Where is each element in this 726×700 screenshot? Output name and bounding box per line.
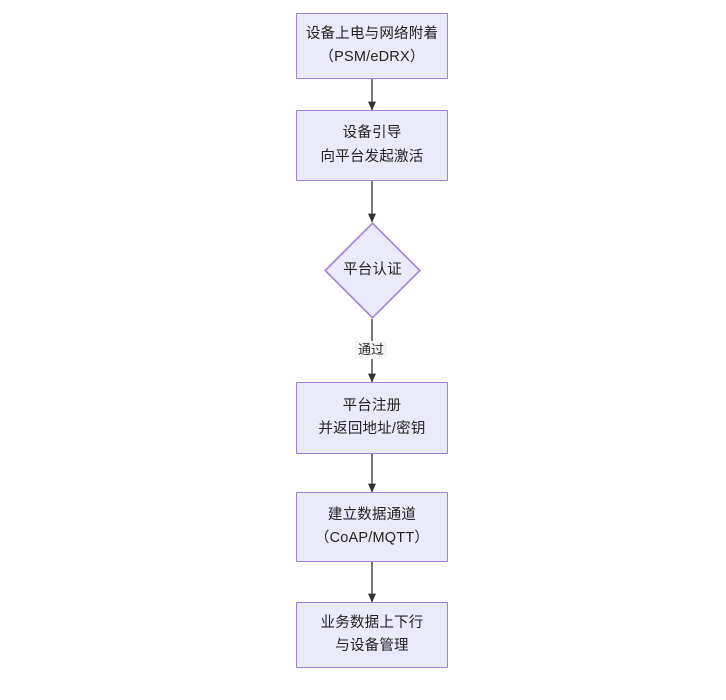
node-label: 平台注册 并返回地址/密钥: [318, 397, 426, 437]
node-label: 设备上电与网络附着 （PSM/eDRX）: [305, 25, 439, 65]
node-platform-registration[interactable]: 平台注册 并返回地址/密钥: [296, 382, 448, 454]
node-business-data-and-device-management[interactable]: 业务数据上下行 与设备管理: [296, 602, 448, 668]
node-label: 建立数据通道 （CoAP/MQTT）: [314, 506, 430, 546]
node-label: 业务数据上下行 与设备管理: [320, 614, 424, 654]
node-platform-authentication[interactable]: 平台认证: [324, 222, 421, 319]
node-label: 设备引导 向平台发起激活: [320, 125, 424, 165]
node-device-power-on[interactable]: 设备上电与网络附着 （PSM/eDRX）: [296, 13, 448, 79]
node-label: 平台认证: [343, 261, 402, 278]
node-establish-data-channel[interactable]: 建立数据通道 （CoAP/MQTT）: [296, 492, 448, 562]
edge-label-pass: 通过: [355, 341, 388, 360]
diamond-shape: [324, 222, 421, 319]
node-device-bootstrap[interactable]: 设备引导 向平台发起激活: [296, 110, 448, 181]
